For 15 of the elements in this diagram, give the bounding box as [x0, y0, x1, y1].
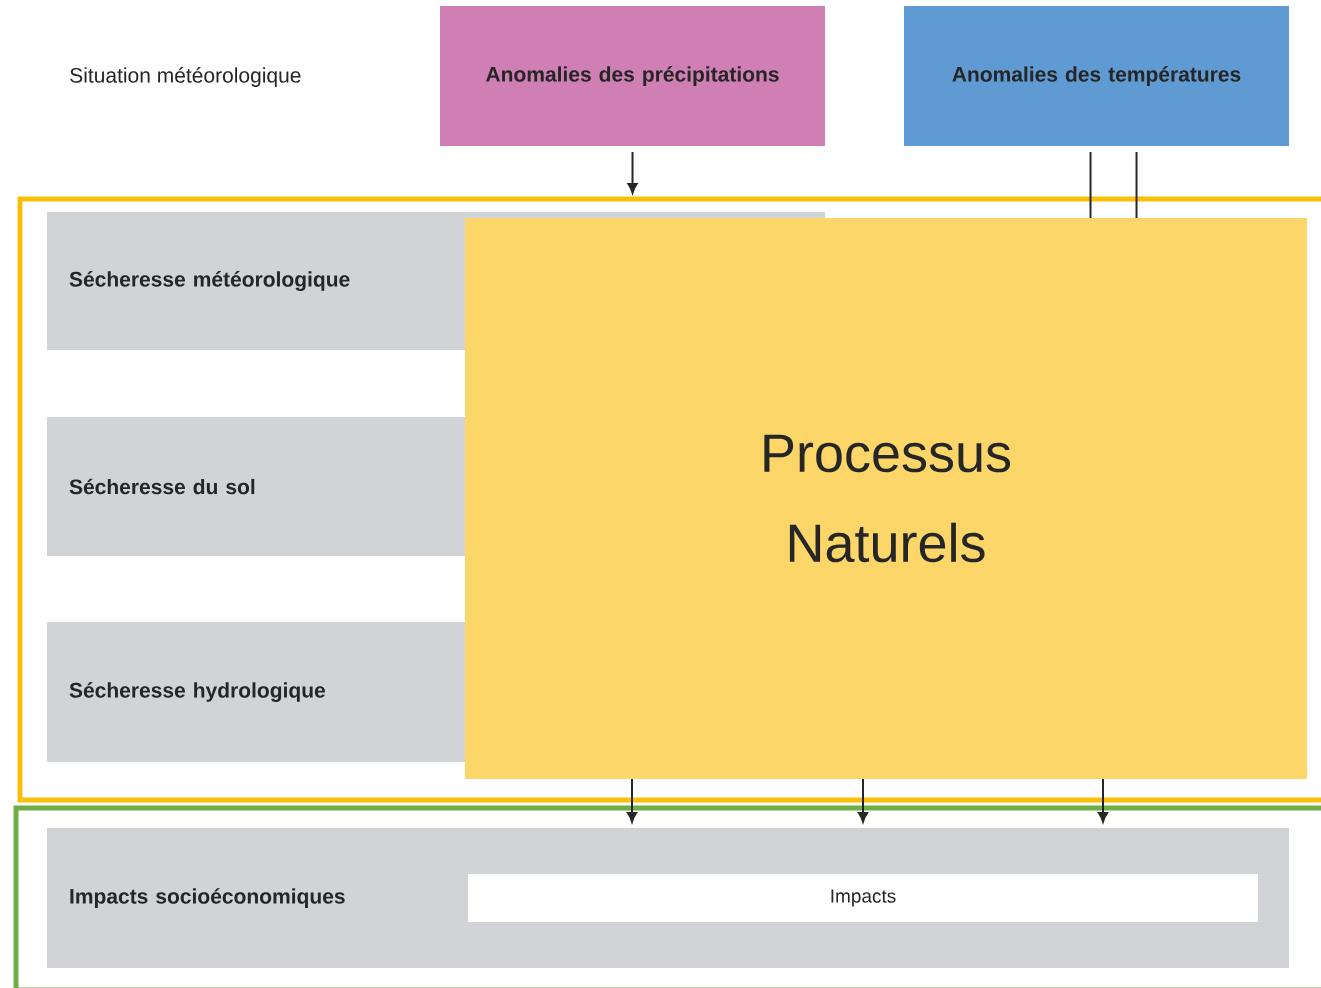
process-box: Anomalies des précipitations: [440, 6, 825, 146]
arrow: [857, 778, 869, 823]
process-box: Anomalies des températures: [904, 6, 1289, 146]
row-label: Situation météorologique: [70, 67, 301, 87]
group-frame: [17, 196, 1321, 803]
connector-line: [1135, 151, 1138, 219]
group-frame: [13, 805, 1321, 988]
arrow: [627, 151, 638, 194]
arrow: [1097, 778, 1109, 823]
stage-box: Sécheresse du sol: [47, 417, 465, 556]
connector-line: [1089, 151, 1092, 219]
arrow: [626, 778, 638, 823]
stage-box: Sécheresse hydrologique: [47, 622, 465, 762]
result-box: Impacts: [468, 874, 1258, 922]
process-box: Processus Naturels: [465, 218, 1307, 779]
